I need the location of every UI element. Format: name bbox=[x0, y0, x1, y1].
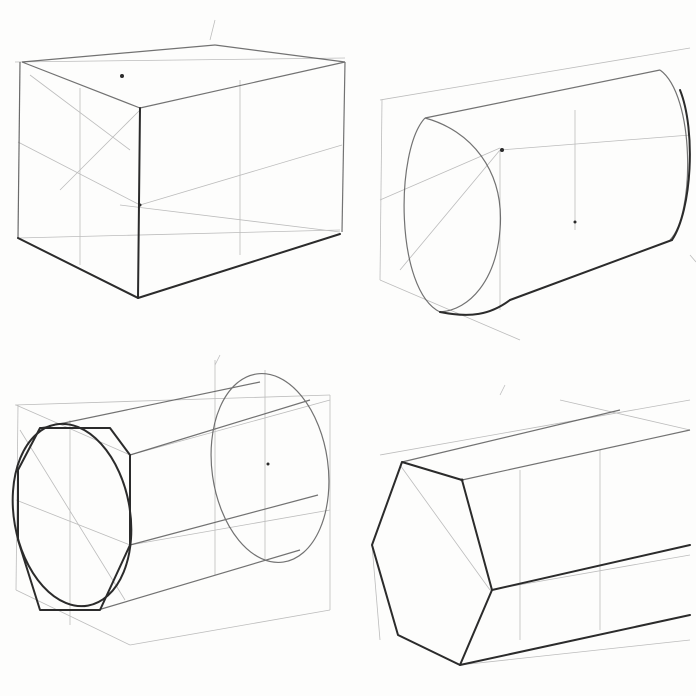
cube-construction-lines bbox=[14, 19, 346, 299]
cylinder-front-face bbox=[11, 422, 133, 611]
cube-midpoint-dot bbox=[138, 203, 142, 207]
cube-center-dot bbox=[120, 74, 124, 78]
cylinder-sketch bbox=[379, 47, 696, 341]
prism-top-edges bbox=[401, 409, 691, 481]
cylinder-center-dot bbox=[500, 148, 504, 152]
cube-sketch bbox=[14, 19, 346, 299]
hexagonal-prism-sketch bbox=[371, 384, 691, 666]
cube-front-edges bbox=[17, 107, 341, 299]
cylinder-outline bbox=[403, 69, 689, 313]
cylinder-in-box-sketch bbox=[11, 354, 331, 646]
cylinder-main-edges bbox=[439, 89, 691, 316]
cylinder-construction-lines bbox=[379, 47, 696, 341]
cube-edges bbox=[17, 44, 346, 239]
box-construction-lines bbox=[14, 354, 331, 646]
cylinder-axis-dot bbox=[573, 220, 577, 224]
rear-face-center-dot bbox=[266, 462, 270, 466]
prism-construction-lines bbox=[371, 384, 691, 666]
prism-vertex-dot bbox=[460, 478, 464, 482]
